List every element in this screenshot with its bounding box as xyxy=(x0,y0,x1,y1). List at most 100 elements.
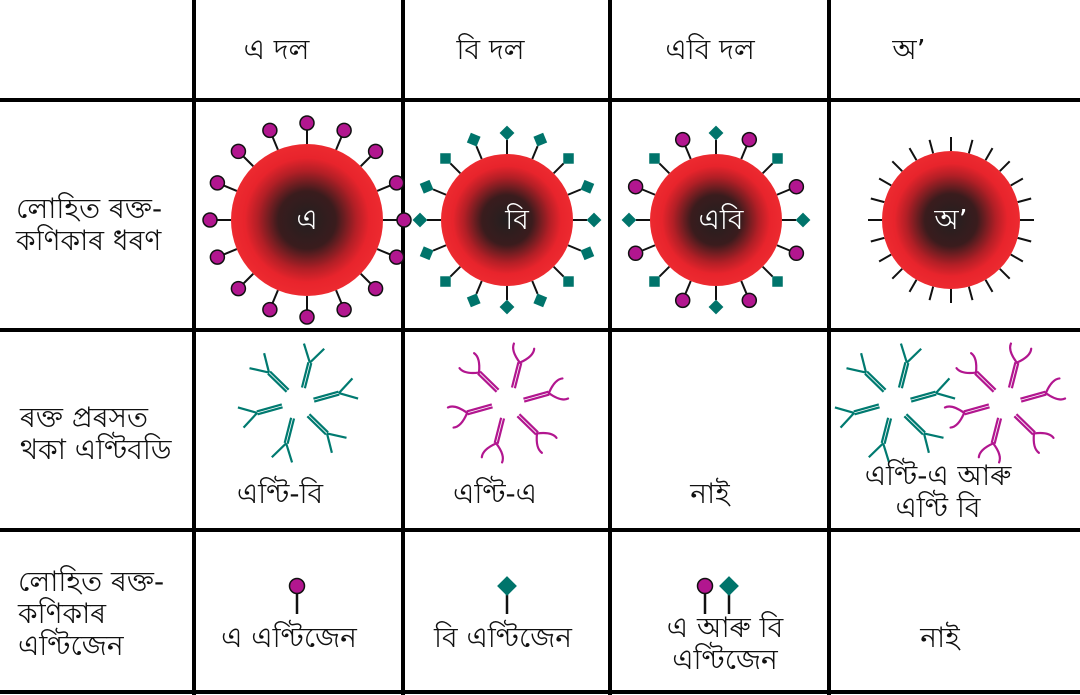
antigen-a-icon xyxy=(627,178,656,196)
antibody-icon xyxy=(1007,342,1033,389)
rbc-group-ab xyxy=(621,125,811,315)
antibody-icon xyxy=(903,413,944,454)
antibody-icon xyxy=(834,403,880,429)
antigen-a-icon xyxy=(230,273,254,297)
antigen-label-ab: এ আৰু বি এণ্টিজেন xyxy=(666,611,784,676)
antigen-label-b: বি এণ্টিজেন xyxy=(433,621,573,654)
antigen-a-icon xyxy=(776,244,805,262)
antigen-none-tick xyxy=(891,268,903,280)
antigen-b-icon xyxy=(708,125,724,154)
cell-core-label-ab: এবি xyxy=(698,203,744,236)
antigen-a-icon xyxy=(299,115,315,144)
antigen-a-icon xyxy=(262,289,279,318)
antigen-a-icon xyxy=(627,244,656,262)
antigen-b-icon xyxy=(649,153,671,175)
antigen-a-icon xyxy=(674,280,692,309)
antigen-none-tick xyxy=(1017,197,1032,204)
antigen-none-tick xyxy=(870,197,885,204)
antigen-a-icon xyxy=(209,175,238,192)
antigen-b-icon xyxy=(466,280,483,308)
antigen-a-icon xyxy=(335,122,352,151)
cell-core-label-o: অ’ xyxy=(934,203,968,236)
rbc-body xyxy=(650,154,782,286)
antibody-icon xyxy=(1020,377,1067,403)
antigen-b-icon xyxy=(708,286,724,315)
antibody-icon xyxy=(306,413,347,454)
antigen-a-icon xyxy=(696,577,714,614)
antigen-b-icon xyxy=(552,153,574,175)
antigen-none-tick xyxy=(999,268,1011,280)
row-label-antigens: লোহিত ৰক্ত- কণিকাৰ এণ্টিজেন xyxy=(18,565,165,662)
antibody-icon xyxy=(977,417,1003,464)
cell-core-label-b: বি xyxy=(505,203,529,236)
antigen-b-icon xyxy=(497,576,517,614)
antibody-icons xyxy=(237,342,1067,464)
antigen-none-tick xyxy=(908,147,918,161)
antigen-b-icon xyxy=(412,212,441,228)
antibody-label-o: এণ্টি-এ আৰু এণ্টি বি xyxy=(864,459,1012,524)
antigen-a-icon xyxy=(230,143,254,167)
antigen-none-tick xyxy=(1010,253,1024,263)
column-header-b: বি দল xyxy=(456,33,525,66)
antibody-icon xyxy=(237,403,283,429)
anti-a-antibody-cluster-b xyxy=(446,342,570,464)
antibody-label-a: এণ্টি-বি xyxy=(236,477,324,510)
antigen-none-tick xyxy=(1017,236,1032,243)
antibody-icon xyxy=(516,413,558,454)
antigen-none-tick xyxy=(891,160,903,172)
antigen-a-icon xyxy=(335,289,352,318)
rbc-body xyxy=(882,151,1020,289)
antibody-icon xyxy=(300,343,325,389)
antibody-icon xyxy=(480,417,506,464)
rbc-group-b xyxy=(412,125,602,315)
antigen-none-tick xyxy=(908,279,918,293)
antigen-b-icon xyxy=(782,212,811,228)
antigen-b-icon xyxy=(649,265,671,287)
antigen-a-icon xyxy=(376,248,405,265)
antigen-none-tick xyxy=(928,286,935,301)
antigen-icons xyxy=(288,576,739,614)
antigen-b-icon xyxy=(567,244,595,261)
antigen-b-icon xyxy=(719,576,739,614)
rbc-body xyxy=(231,144,383,296)
antibody-icon xyxy=(271,417,296,463)
antibody-icon xyxy=(910,377,956,403)
antigen-a-icon xyxy=(360,143,384,167)
antigen-a-icon xyxy=(383,212,412,228)
antigen-none-tick xyxy=(870,236,885,243)
antigen-none-tick xyxy=(984,279,994,293)
antibody-label-b: এণ্টি-এ xyxy=(453,477,537,510)
antibody-icon xyxy=(510,342,536,389)
antigen-none-tick xyxy=(928,139,935,154)
antibody-icon xyxy=(955,352,997,393)
antigen-a-icon xyxy=(740,131,758,160)
antigen-b-icon xyxy=(573,212,602,228)
antigen-a-icon xyxy=(740,280,758,309)
row-label-cell-shape: লোহিত ৰক্ত- কণিকাৰ ধৰণ xyxy=(16,192,163,257)
antigen-b-icon xyxy=(567,179,595,196)
antibody-icon xyxy=(943,403,990,429)
antibody-icon xyxy=(249,352,290,393)
antibody-icon xyxy=(1013,413,1055,454)
antigen-b-icon xyxy=(419,179,447,196)
antibody-icon xyxy=(846,352,887,393)
anti-a-antibody-cluster-o xyxy=(943,342,1067,464)
antigen-a-icon xyxy=(209,248,238,265)
antibody-icon xyxy=(897,343,922,389)
antigen-none-tick xyxy=(967,286,974,301)
antigen-b-icon xyxy=(499,286,515,315)
antigen-a-icon xyxy=(776,178,805,196)
rbc-group-a xyxy=(202,115,412,325)
antigen-a-icon xyxy=(262,122,279,151)
antigen-b-icon xyxy=(440,265,462,287)
rbc-group-o xyxy=(868,137,1034,303)
antibody-label-ab: নাই xyxy=(690,477,730,510)
antigen-none-tick xyxy=(984,147,994,161)
antibody-icon xyxy=(458,352,500,393)
antigen-b-icon xyxy=(531,132,548,160)
antibody-icon xyxy=(868,417,893,463)
antigen-a-icon xyxy=(674,131,692,160)
column-header-ab: এবি দল xyxy=(665,33,755,66)
antigen-a-icon xyxy=(360,273,384,297)
column-header-o: অ’ xyxy=(892,33,926,66)
